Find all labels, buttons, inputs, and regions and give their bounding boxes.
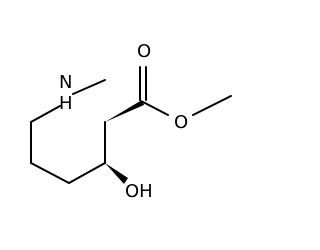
piperidine-ring	[30, 79, 106, 184]
bond-ester-o-methyl	[192, 95, 232, 116]
bond-c5-c4	[30, 162, 70, 184]
stereo-wedge-ester	[105, 100, 144, 122]
stereo-wedge-hydroxyl	[105, 163, 128, 184]
bond-n-c6	[30, 105, 61, 123]
nitrogen-label: N	[59, 72, 72, 93]
nitrogen-hydrogen-label: H	[59, 93, 73, 114]
bond-c4-c3	[68, 162, 106, 184]
bond-carbonyl-c-ester-o	[142, 101, 169, 116]
structure-canvas: N H O O OH	[30, 41, 232, 202]
molecule-drawing: N H O O OH	[30, 41, 232, 202]
ester-oxygen-label: O	[174, 112, 188, 133]
bond-n-c2	[72, 79, 106, 95]
hydroxyl-label: OH	[125, 181, 153, 202]
carbonyl-oxygen-label: O	[137, 41, 151, 62]
